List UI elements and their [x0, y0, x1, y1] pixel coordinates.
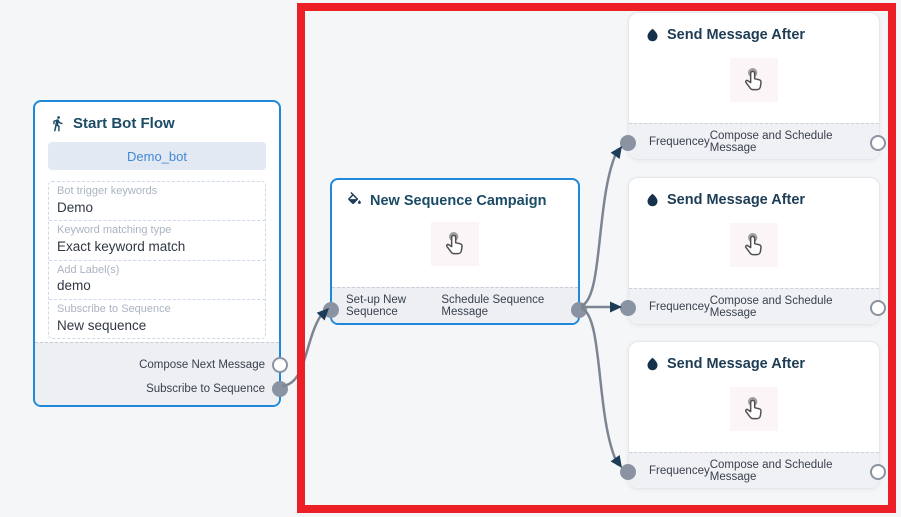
node-send-message-after-1[interactable]: Send Message After Frequencey Compose an… [620, 12, 886, 160]
node-title-label: Send Message After [667, 192, 806, 208]
field-label: Subscribe to Sequence [57, 302, 171, 315]
input-label-frequencey: Frequencey [649, 300, 710, 313]
field-row-bot-trigger-keywords[interactable]: Bot trigger keywords Demo [49, 182, 265, 220]
input-port-set-up-new-sequence[interactable] [323, 302, 339, 318]
node-outputs: Set-up New Sequence Schedule Sequence Me… [332, 287, 578, 323]
paint-bucket-icon [348, 192, 361, 205]
node-title-label: Send Message After [667, 356, 806, 372]
output-compose-next-message: Compose Next Message [35, 353, 288, 377]
field-list: Bot trigger keywords Demo Keyword matchi… [48, 181, 266, 340]
node-title: Send Message After [629, 13, 879, 49]
field-value: Exact keyword match [57, 239, 186, 255]
node-body[interactable] [629, 49, 879, 111]
edge-schedule-to-frequencey-1 [580, 148, 620, 308]
tap-hand-icon [730, 223, 778, 267]
tap-hand-icon [730, 387, 778, 431]
node-send-message-after-3[interactable]: Send Message After Frequencey Compose an… [620, 341, 886, 489]
node-send-message-after-2[interactable]: Send Message After Frequencey Compose an… [620, 177, 886, 325]
field-value: demo [57, 278, 91, 294]
water-drop-icon [647, 357, 658, 371]
output-subscribe-to-sequence: Subscribe to Sequence [35, 377, 288, 401]
output-port-compose-and-schedule-message[interactable] [870, 300, 886, 316]
output-port-subscribe-to-sequence[interactable] [272, 381, 288, 397]
water-drop-icon [647, 193, 658, 207]
output-port-schedule-sequence-message[interactable] [571, 302, 587, 318]
node-body[interactable] [629, 378, 879, 440]
tap-hand-icon [431, 222, 479, 266]
edge-schedule-to-frequencey-3 [580, 306, 620, 466]
node-body[interactable] [629, 214, 879, 276]
field-row-keyword-matching-type[interactable]: Keyword matching type Exact keyword matc… [49, 220, 265, 259]
output-label-schedule-sequence-message: Schedule Sequence Message [441, 293, 545, 318]
node-title-label: Start Bot Flow [73, 115, 175, 132]
node-start-bot-flow[interactable]: Start Bot Flow Demo_bot Bot trigger keyw… [33, 100, 288, 407]
output-label-set-up-new-sequence: Set-up New Sequence [346, 293, 407, 318]
node-outputs: Frequencey Compose and Schedule Message [629, 123, 879, 159]
field-row-subscribe-to-sequence[interactable]: Subscribe to Sequence New sequence [49, 298, 265, 338]
output-label-compose-and-schedule-message: Compose and Schedule Message [709, 458, 833, 483]
field-label: Add Label(s) [57, 263, 120, 276]
node-title: Send Message After [629, 342, 879, 378]
field-value: New sequence [57, 317, 147, 333]
output-label: Compose Next Message [139, 359, 265, 371]
node-outputs: Frequencey Compose and Schedule Message [629, 288, 879, 324]
input-port-frequencey[interactable] [620, 464, 636, 480]
node-body[interactable] [332, 215, 578, 273]
field-label: Keyword matching type [57, 224, 172, 237]
input-port-frequencey[interactable] [620, 300, 636, 316]
output-port-compose-and-schedule-message[interactable] [870, 464, 886, 480]
node-title: Start Bot Flow [35, 102, 279, 141]
node-outputs: Compose Next Message Subscribe to Sequen… [35, 342, 288, 405]
bot-name-button[interactable]: Demo_bot [48, 142, 266, 170]
input-port-frequencey[interactable] [620, 135, 636, 151]
output-port-compose-and-schedule-message[interactable] [870, 135, 886, 151]
tap-hand-icon [730, 58, 778, 102]
water-drop-icon [647, 28, 658, 42]
output-label-compose-and-schedule-message: Compose and Schedule Message [709, 129, 833, 154]
node-new-sequence-campaign[interactable]: New Sequence Campaign Set-up New Sequenc… [323, 178, 587, 325]
output-label: Subscribe to Sequence [146, 383, 265, 395]
edge-subscribe-to-setup [281, 310, 325, 388]
node-outputs: Frequencey Compose and Schedule Message [629, 452, 879, 488]
field-value: Demo [57, 199, 94, 215]
walking-person-icon [53, 116, 63, 132]
output-port-compose-next-message[interactable] [272, 357, 288, 373]
node-title-label: Send Message After [667, 27, 806, 43]
field-row-add-labels[interactable]: Add Label(s) demo [49, 259, 265, 299]
input-label-frequencey: Frequencey [649, 135, 710, 148]
field-label: Bot trigger keywords [57, 185, 158, 197]
input-label-frequencey: Frequencey [649, 464, 710, 477]
node-title-label: New Sequence Campaign [370, 192, 547, 209]
node-title: New Sequence Campaign [332, 180, 578, 215]
output-label-compose-and-schedule-message: Compose and Schedule Message [709, 294, 833, 319]
node-title: Send Message After [629, 178, 879, 214]
